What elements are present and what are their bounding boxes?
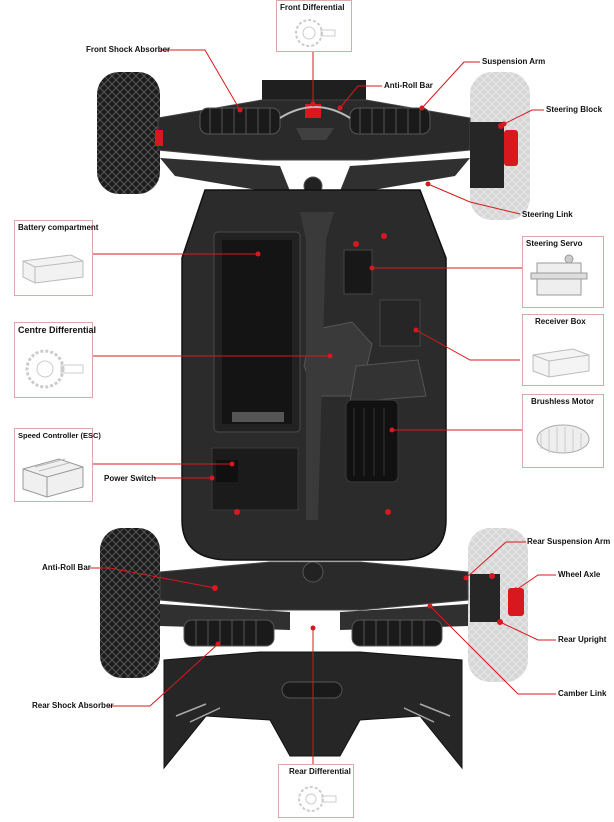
front-anti-roll-bar bbox=[279, 106, 351, 119]
steering-servo-body bbox=[343, 249, 373, 295]
wing-badge bbox=[281, 681, 343, 699]
differential-gear-icon bbox=[295, 19, 336, 47]
steering-block-label: Steering Block bbox=[546, 105, 603, 114]
leader-steering-block bbox=[503, 109, 544, 125]
rear-shock-left bbox=[183, 619, 275, 647]
brushless-motor-label: Brushless Motor bbox=[531, 397, 595, 406]
leader-receiver-box bbox=[415, 329, 520, 361]
front-shock-absorber-label: Front Shock Absorber bbox=[86, 45, 171, 54]
battery-compartment-box: Battery compartment bbox=[14, 220, 98, 296]
esc-icon bbox=[22, 458, 84, 498]
anti-roll-bar-rear-label: Anti-Roll Bar bbox=[42, 563, 91, 572]
receiver-box-label: Receiver Box bbox=[535, 317, 586, 326]
power-switch-label: Power Switch bbox=[104, 474, 157, 483]
leader-rear-upright bbox=[499, 621, 556, 641]
battery-pack-icon bbox=[22, 254, 84, 284]
rear-axle-assembly bbox=[100, 528, 528, 770]
rear-shock-absorber-label: Rear Shock Absorber bbox=[32, 701, 114, 710]
receiver-box-box: Receiver Box bbox=[522, 314, 604, 386]
battery-strap bbox=[222, 240, 292, 424]
receiver-box-icon bbox=[532, 348, 590, 378]
leader-steering-link bbox=[427, 183, 521, 215]
anti-roll-bar-front-label: Anti-Roll Bar bbox=[384, 81, 433, 90]
receiver-box-body bbox=[379, 299, 421, 347]
battery-compartment-label: Battery compartment bbox=[18, 223, 99, 232]
leader-dots bbox=[209, 101, 519, 647]
steering-link-label: Steering Link bbox=[522, 210, 573, 219]
leader-front-shock bbox=[160, 49, 241, 111]
speed-controller-label: Speed Controller (ESC) bbox=[18, 431, 101, 440]
wheel-axle-label: Wheel Axle bbox=[558, 570, 601, 579]
motor-can bbox=[345, 399, 399, 483]
steering-servo-label: Steering Servo bbox=[526, 239, 583, 248]
rear-differential-label: Rear Differential bbox=[289, 767, 351, 776]
differential-gear-icon-rear bbox=[298, 786, 337, 812]
front-left-tire bbox=[97, 72, 160, 194]
front-axle-assembly bbox=[97, 72, 530, 220]
rear-pivot bbox=[302, 561, 324, 583]
rear-suspension-arm-label: Rear Suspension Arm bbox=[527, 537, 611, 546]
leader-suspension-arm bbox=[421, 61, 480, 109]
front-lower-arms bbox=[160, 158, 470, 196]
centre-differential-box: Centre Differential bbox=[14, 322, 97, 398]
rear-shock-right bbox=[351, 619, 443, 647]
leader-rear-suspension-arm bbox=[465, 541, 526, 579]
brushless-motor-box: Brushless Motor bbox=[522, 394, 604, 468]
servo-icon bbox=[530, 254, 588, 296]
rear-suspension-arms bbox=[159, 561, 469, 611]
rear-wing-stripes bbox=[175, 703, 451, 723]
leader-anti-roll-front bbox=[339, 85, 382, 109]
speed-controller-box: Speed Controller (ESC) bbox=[14, 428, 101, 502]
rear-upright-label: Rear Upright bbox=[558, 635, 607, 644]
front-shock-tower-plate bbox=[296, 128, 334, 140]
battery-strap-top bbox=[232, 412, 284, 422]
rear-upright-right bbox=[470, 574, 500, 622]
front-differential-box: Front Differential bbox=[276, 0, 352, 52]
differential-gear-icon-centre bbox=[25, 349, 84, 389]
front-wheel-hub-red bbox=[504, 130, 518, 166]
front-shock-right bbox=[349, 107, 431, 135]
centre-differential-label: Centre Differential bbox=[18, 325, 97, 335]
brushless-motor-icon bbox=[536, 424, 590, 454]
rear-wheel-hub-red bbox=[508, 588, 524, 616]
camber-link-label: Camber Link bbox=[558, 689, 607, 698]
leader-wheel-axle bbox=[515, 574, 556, 591]
leader-anti-roll-rear bbox=[90, 567, 216, 589]
leader-lines bbox=[90, 49, 556, 766]
leader-rear-shock bbox=[108, 643, 219, 707]
center-brace bbox=[300, 212, 334, 520]
chassis-tub bbox=[181, 189, 447, 561]
steering-servo-box: Steering Servo bbox=[522, 236, 604, 308]
suspension-arm-label: Suspension Arm bbox=[482, 57, 546, 66]
steering-block-right bbox=[470, 122, 504, 188]
front-differential-label: Front Differential bbox=[280, 3, 345, 12]
leader-camber-link bbox=[429, 605, 556, 695]
power-switch bbox=[216, 460, 238, 482]
rear-differential-box: Rear Differential bbox=[278, 764, 354, 818]
center-diff-plate bbox=[349, 359, 427, 403]
rear-left-tire bbox=[100, 528, 160, 678]
